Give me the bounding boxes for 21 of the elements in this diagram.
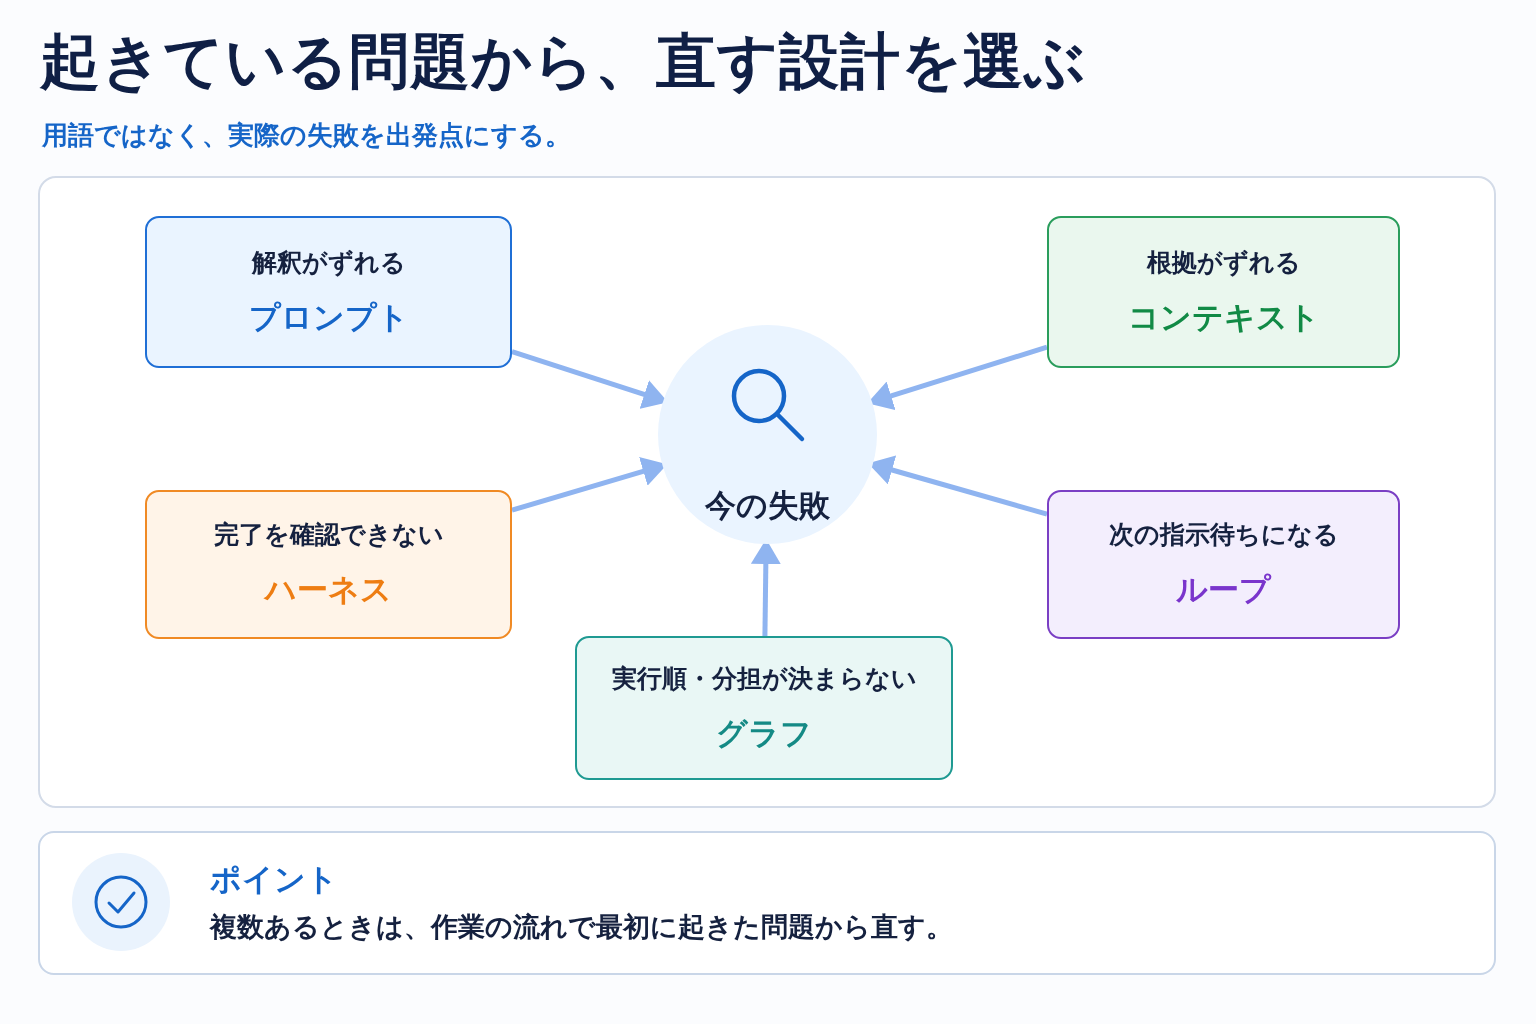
category-name: ループ [1176, 570, 1271, 609]
category-box [145, 490, 512, 639]
note-heading: ポイント [210, 860, 338, 899]
subtitle: 用語ではなく、実際の失敗を出発点にする。 [42, 119, 571, 152]
note-text: 複数あるときは、作業の流れで最初に起きた問題から直す。 [210, 910, 953, 944]
category-name: ハーネス [265, 570, 392, 609]
category-name: グラフ [716, 713, 812, 753]
symptom-text: 解釈がずれる [251, 246, 406, 279]
symptom-text: 実行順・分担が決まらない [611, 662, 917, 695]
symptom-text: 完了を確認できない [213, 519, 444, 551]
category-box [145, 216, 512, 368]
center-label: 今の失敗 [705, 486, 830, 525]
note-box [38, 831, 1496, 975]
category-box [1047, 216, 1400, 368]
title: 起きている問題から、直す設計を選ぶ [40, 25, 1086, 98]
symptom-text: 次の指示待ちになる [1108, 519, 1339, 551]
category-name: プロンプト [248, 297, 409, 337]
symptom-text: 根拠がずれる [1146, 246, 1301, 279]
category-box [1047, 490, 1400, 639]
category-box [575, 636, 953, 780]
category-name: コンテキスト [1127, 297, 1320, 337]
